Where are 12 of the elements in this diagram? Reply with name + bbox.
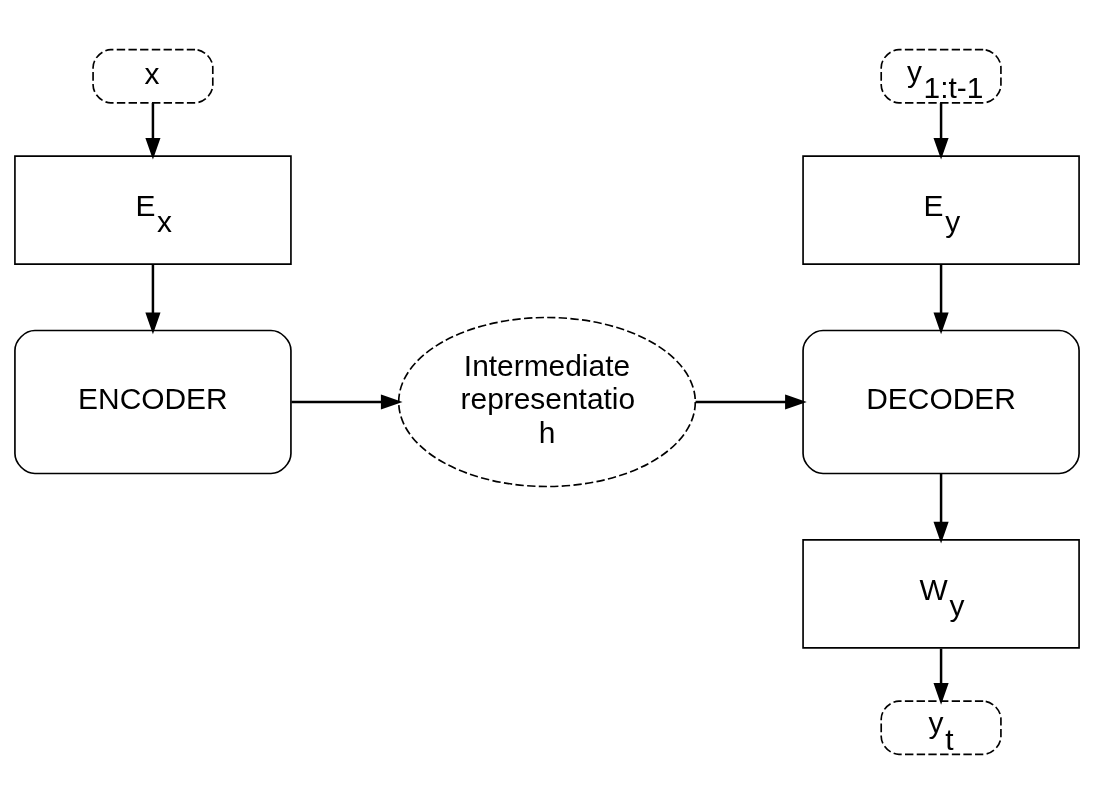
arrow	[145, 264, 161, 335]
arrow	[145, 103, 161, 160]
arrow	[933, 473, 949, 544]
node-box: x	[92, 48, 214, 104]
node-box: DECODER	[802, 329, 1080, 475]
arrow	[933, 648, 949, 705]
arrow	[695, 394, 807, 410]
arrow	[933, 103, 949, 160]
arrow	[291, 394, 403, 410]
arrow	[933, 264, 949, 335]
node-ellipse: Intermediate representatio h	[397, 316, 697, 488]
node-box: ENCODER	[14, 329, 292, 475]
